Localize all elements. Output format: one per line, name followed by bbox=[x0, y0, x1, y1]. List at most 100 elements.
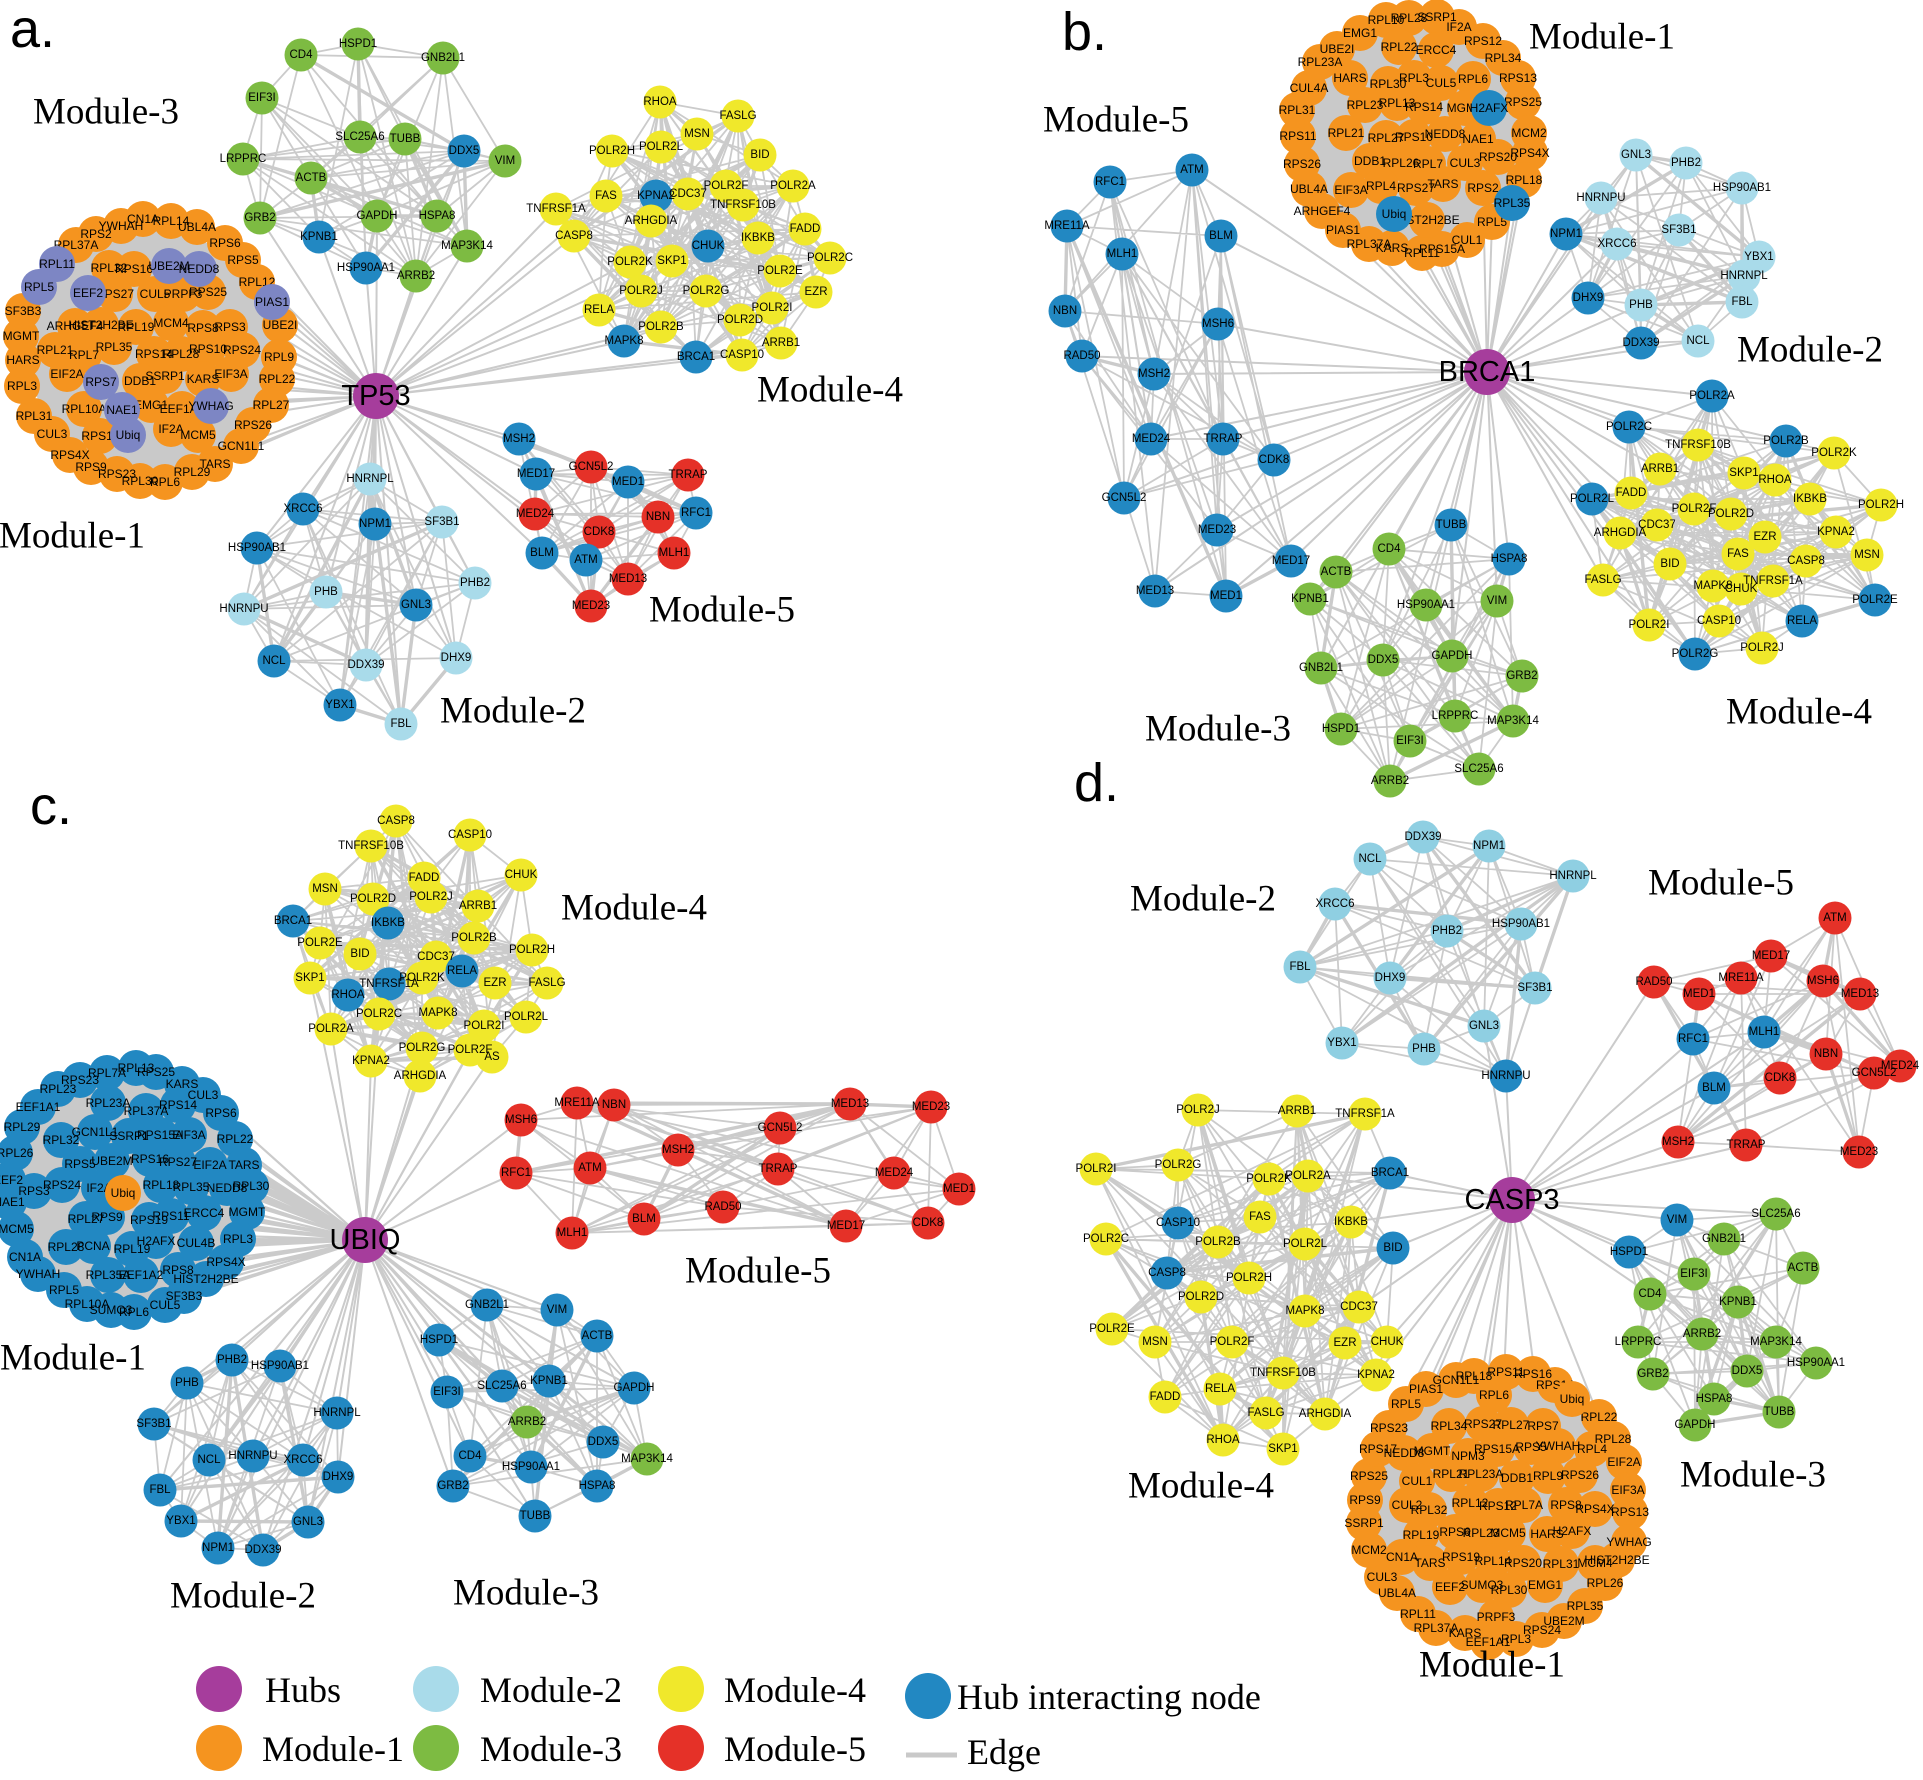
svg-text:GNB2L1: GNB2L1 bbox=[1702, 1233, 1746, 1245]
svg-text:RPL34: RPL34 bbox=[1485, 51, 1522, 65]
svg-text:RPS14: RPS14 bbox=[135, 347, 173, 361]
svg-text:BID: BID bbox=[1660, 558, 1679, 570]
svg-text:UBL4A: UBL4A bbox=[178, 220, 216, 234]
svg-text:NBN: NBN bbox=[602, 1099, 626, 1111]
svg-text:FADD: FADD bbox=[1616, 487, 1647, 499]
svg-text:DDX5: DDX5 bbox=[588, 1436, 619, 1448]
svg-text:RPS6: RPS6 bbox=[205, 1106, 237, 1120]
svg-text:GRB2: GRB2 bbox=[437, 1480, 468, 1492]
svg-text:ARHGDIA: ARHGDIA bbox=[1299, 1408, 1352, 1420]
svg-text:RPL23: RPL23 bbox=[1463, 1526, 1500, 1540]
svg-text:EIF2A: EIF2A bbox=[193, 1158, 226, 1172]
svg-text:CDK8: CDK8 bbox=[1765, 1072, 1796, 1084]
svg-text:RPS10: RPS10 bbox=[1395, 130, 1433, 144]
svg-text:EMG1: EMG1 bbox=[134, 398, 168, 412]
svg-text:RPL3: RPL3 bbox=[223, 1232, 253, 1246]
svg-text:HIST2H2BE: HIST2H2BE bbox=[1584, 1553, 1649, 1567]
svg-text:POLR2H: POLR2H bbox=[1858, 499, 1904, 511]
svg-text:RHOA: RHOA bbox=[1206, 1434, 1240, 1446]
svg-text:NPM1: NPM1 bbox=[1550, 228, 1582, 240]
svg-text:KPNB1: KPNB1 bbox=[300, 231, 338, 243]
svg-text:POLR2J: POLR2J bbox=[619, 285, 662, 297]
svg-text:TUBB: TUBB bbox=[390, 133, 421, 145]
svg-text:RPS12: RPS12 bbox=[1479, 1499, 1517, 1513]
svg-text:EIF3I: EIF3I bbox=[433, 1386, 460, 1398]
svg-text:RPS16: RPS16 bbox=[131, 1152, 169, 1166]
svg-text:RPS2: RPS2 bbox=[80, 227, 112, 241]
svg-text:ATM: ATM bbox=[1823, 912, 1846, 924]
svg-text:SKP1: SKP1 bbox=[657, 255, 686, 267]
svg-text:MED1: MED1 bbox=[1210, 590, 1242, 602]
svg-text:BLM: BLM bbox=[1209, 230, 1233, 242]
svg-text:RPS5: RPS5 bbox=[64, 1157, 96, 1171]
svg-text:RFC1: RFC1 bbox=[1678, 1033, 1708, 1045]
svg-text:MSH2: MSH2 bbox=[1138, 368, 1170, 380]
svg-text:POLR2A: POLR2A bbox=[308, 1023, 354, 1035]
svg-text:ARRB1: ARRB1 bbox=[1641, 463, 1679, 475]
svg-text:Module-4: Module-4 bbox=[1128, 1466, 1274, 1507]
svg-text:Module-5: Module-5 bbox=[1043, 100, 1189, 141]
svg-text:GRB2: GRB2 bbox=[244, 212, 275, 224]
svg-text:POLR2H: POLR2H bbox=[1226, 1272, 1272, 1284]
svg-text:RPL22: RPL22 bbox=[1381, 40, 1418, 54]
svg-text:RHOA: RHOA bbox=[331, 989, 365, 1001]
svg-text:PIAS1: PIAS1 bbox=[1409, 1382, 1443, 1396]
svg-text:ACTB: ACTB bbox=[582, 1330, 613, 1342]
svg-text:MCM2: MCM2 bbox=[1351, 1543, 1387, 1557]
svg-text:RELA: RELA bbox=[584, 304, 614, 316]
svg-text:NPM3: NPM3 bbox=[1451, 1449, 1485, 1463]
svg-text:CUL3: CUL3 bbox=[1450, 156, 1481, 170]
svg-text:NBN: NBN bbox=[1053, 305, 1077, 317]
svg-text:CUL3: CUL3 bbox=[1367, 1570, 1398, 1584]
svg-text:IKBKB: IKBKB bbox=[371, 917, 405, 929]
svg-text:Module-3: Module-3 bbox=[480, 1729, 622, 1769]
svg-text:RPS23: RPS23 bbox=[1370, 1421, 1408, 1435]
svg-text:SLC25A6: SLC25A6 bbox=[477, 1380, 526, 1392]
svg-text:RPL27: RPL27 bbox=[68, 1212, 105, 1226]
svg-text:MAPK8: MAPK8 bbox=[1694, 580, 1733, 592]
svg-text:RPS19: RPS19 bbox=[130, 1213, 168, 1227]
svg-text:ERCC4: ERCC4 bbox=[1416, 43, 1457, 57]
svg-text:TUBB: TUBB bbox=[1764, 1406, 1795, 1418]
svg-text:RPS6: RPS6 bbox=[1439, 1525, 1471, 1539]
svg-text:NEDD8: NEDD8 bbox=[207, 1181, 248, 1195]
svg-text:MLH1: MLH1 bbox=[557, 1227, 588, 1239]
svg-text:TARS: TARS bbox=[1414, 1556, 1445, 1570]
svg-text:EZR: EZR bbox=[805, 286, 828, 298]
svg-text:ARRB1: ARRB1 bbox=[459, 900, 497, 912]
svg-text:DDX5: DDX5 bbox=[449, 145, 480, 157]
svg-text:SUMO3: SUMO3 bbox=[1461, 1578, 1504, 1592]
svg-text:Module-5: Module-5 bbox=[649, 590, 795, 631]
svg-text:DHX9: DHX9 bbox=[441, 652, 472, 664]
svg-text:TNFRSF1A: TNFRSF1A bbox=[1743, 575, 1803, 587]
svg-text:CASP10: CASP10 bbox=[720, 349, 764, 361]
svg-text:PHB2: PHB2 bbox=[460, 577, 490, 589]
svg-text:RPL37A: RPL37A bbox=[1414, 1621, 1459, 1635]
svg-text:RPL32: RPL32 bbox=[91, 261, 128, 275]
svg-text:CDC37: CDC37 bbox=[1340, 1301, 1378, 1313]
svg-text:Module-5: Module-5 bbox=[724, 1729, 866, 1769]
svg-text:MED1: MED1 bbox=[612, 476, 644, 488]
svg-text:SSRP1: SSRP1 bbox=[109, 1129, 149, 1143]
svg-text:RPL10: RPL10 bbox=[1368, 13, 1405, 27]
svg-text:KARS: KARS bbox=[166, 1077, 199, 1091]
svg-text:EIF3A: EIF3A bbox=[214, 367, 247, 381]
svg-text:RPS8: RPS8 bbox=[162, 1263, 194, 1277]
svg-text:NBN: NBN bbox=[1814, 1048, 1838, 1060]
svg-text:YWHAH: YWHAH bbox=[16, 1267, 61, 1281]
svg-text:PIAS1: PIAS1 bbox=[255, 295, 289, 309]
svg-text:Module-4: Module-4 bbox=[1726, 692, 1872, 733]
svg-text:MED1: MED1 bbox=[943, 1183, 975, 1195]
svg-text:HSPD1: HSPD1 bbox=[1610, 1246, 1648, 1258]
svg-text:CASP8: CASP8 bbox=[377, 815, 415, 827]
svg-text:RPL34: RPL34 bbox=[1431, 1419, 1468, 1433]
svg-text:POLR2F: POLR2F bbox=[1210, 1336, 1255, 1348]
svg-text:RELA: RELA bbox=[447, 965, 477, 977]
svg-text:MAP3K14: MAP3K14 bbox=[441, 240, 493, 252]
svg-text:RPS16: RPS16 bbox=[115, 262, 153, 276]
svg-text:MSN: MSN bbox=[684, 128, 710, 140]
svg-text:POLR2H: POLR2H bbox=[589, 145, 635, 157]
svg-text:POLR2I: POLR2I bbox=[464, 1020, 505, 1032]
svg-text:RAD50: RAD50 bbox=[704, 1201, 741, 1213]
svg-text:NCL: NCL bbox=[262, 655, 286, 667]
